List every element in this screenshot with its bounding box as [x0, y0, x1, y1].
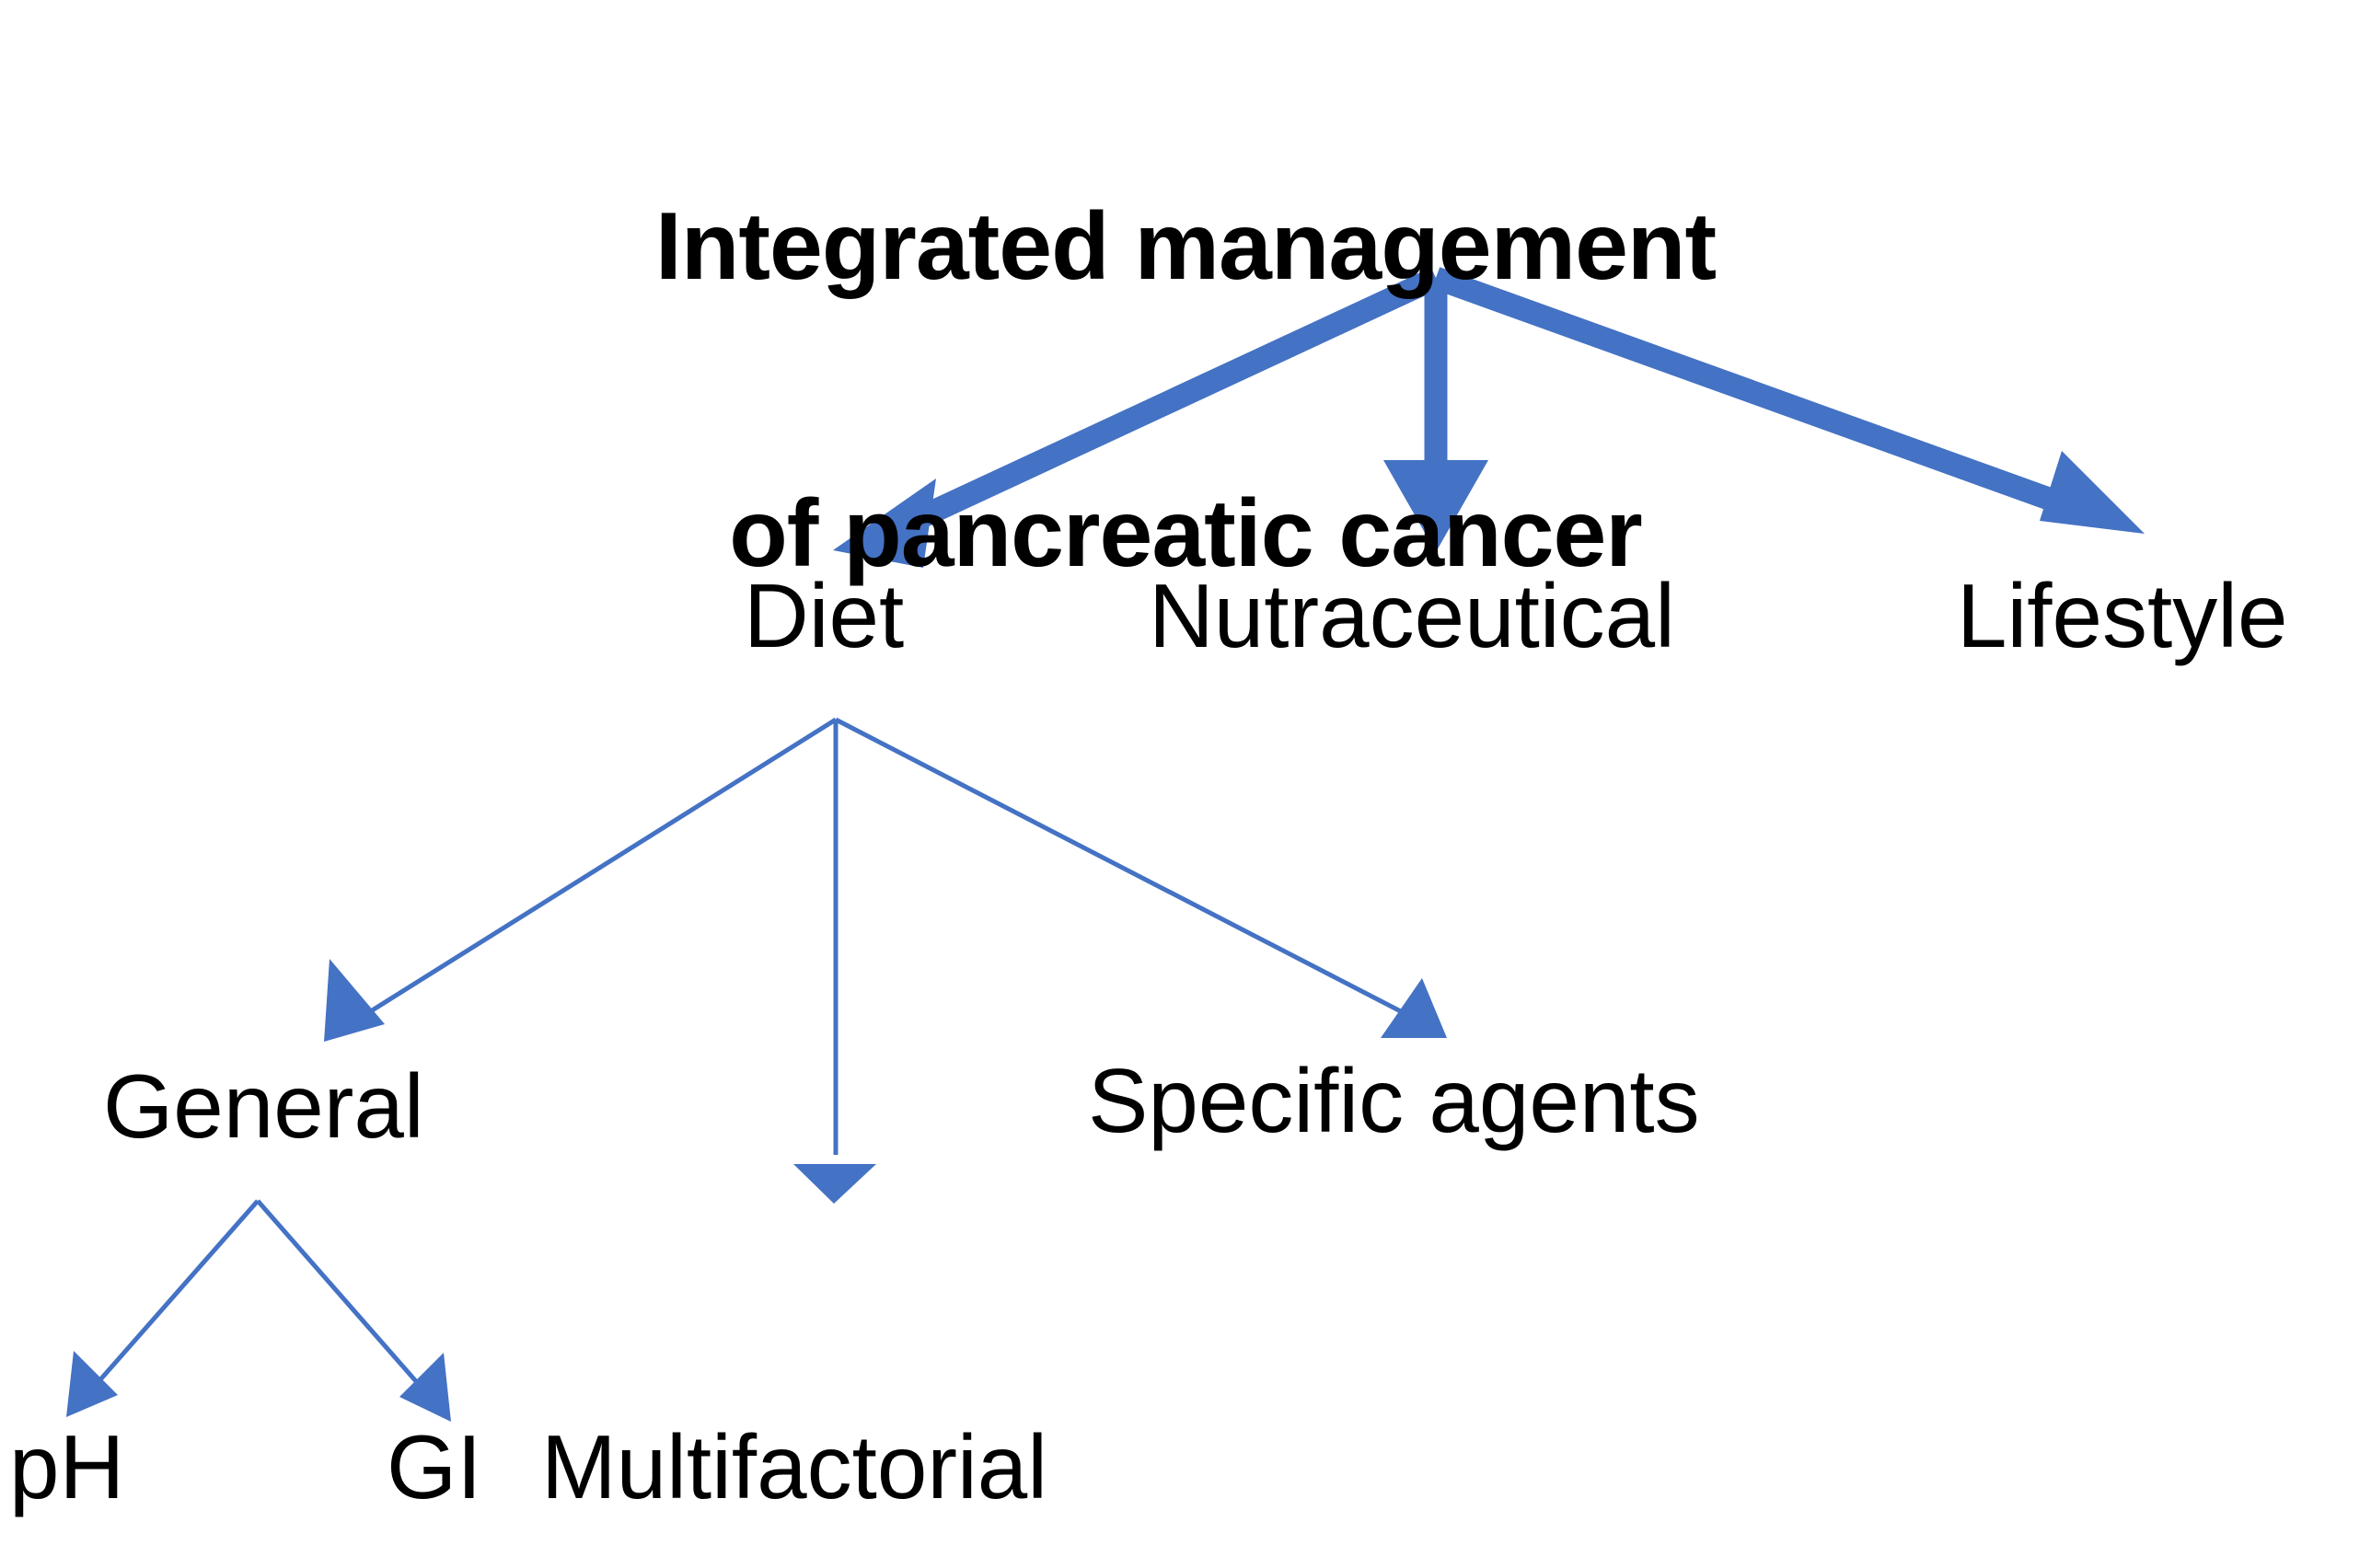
node-ph: pH — [9, 1416, 125, 1517]
edge-diet-to-multifactorial — [793, 720, 876, 1204]
node-nutraceutical: Nutraceutical — [1149, 565, 1675, 666]
edge-general-to-gi — [256, 1199, 451, 1422]
node-lifestyle: Lifestyle — [1957, 565, 2288, 666]
edge-root-to-diet — [833, 267, 1441, 568]
diagram-title: Integrated management of pancreatic canc… — [0, 7, 2371, 773]
node-diet: Diet — [744, 565, 905, 666]
edge-root-to-nutraceutical — [1383, 278, 1488, 552]
node-multifactorial-line-1: Multifactorial — [541, 1415, 1048, 1517]
node-general: General — [103, 1055, 424, 1157]
node-multifactorial-foodstuffs: Multifactorial foodstuffs — [541, 1224, 1047, 1568]
edge-diet-to-specific-agents — [834, 717, 1447, 1038]
edge-root-to-lifestyle — [1431, 267, 2145, 534]
diagram-title-line-1: Integrated management — [654, 193, 1717, 300]
edge-general-to-ph — [66, 1199, 260, 1417]
diagram-title-line-2: of pancreatic cancer — [729, 480, 1643, 587]
node-gi: GI — [387, 1416, 482, 1517]
edge-diet-to-general — [324, 717, 838, 1042]
node-specific-agents: Specific agents — [1088, 1050, 1700, 1151]
